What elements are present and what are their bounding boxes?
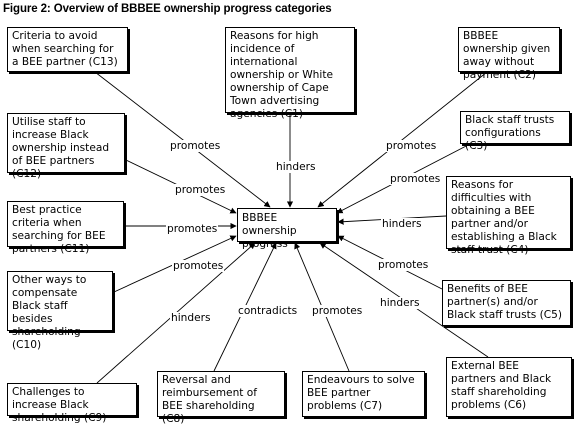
edge-label-c13: promotes xyxy=(169,140,222,152)
category-box-c4: Reasons for difficulties with obtaining … xyxy=(446,176,571,256)
category-box-c2: BBBEE ownership given away without payme… xyxy=(458,27,560,81)
edge-c13 xyxy=(94,71,271,208)
edge-c2 xyxy=(317,71,488,208)
category-box-c10: Other ways to compensate Black staff bes… xyxy=(7,271,113,351)
edge-label-c6: hinders xyxy=(379,297,421,309)
edge-label-c2: promotes xyxy=(385,140,438,152)
center-node: BBBEE ownership progress xyxy=(237,208,337,250)
category-box-c12: Utilise staff to increase Black ownershi… xyxy=(7,113,125,180)
edge-label-c4: hinders xyxy=(381,218,423,230)
edge-label-c10: promotes xyxy=(172,260,225,272)
category-box-c1: Reasons for high incidence of internatio… xyxy=(225,27,355,120)
category-box-c7: Endeavours to solve BEE partner problems… xyxy=(302,371,425,417)
category-box-c9: Challenges to increase Black shareholdin… xyxy=(7,383,137,424)
category-box-c11: Best practice criteria when searching fo… xyxy=(7,201,124,255)
edge-label-c9: hinders xyxy=(170,312,212,324)
edge-label-c3: promotes xyxy=(389,173,442,185)
category-box-c13: Criteria to avoid when searching for a B… xyxy=(7,27,128,72)
category-box-c6: External BEE partners and Black staff sh… xyxy=(446,357,572,417)
edge-label-c8: contradicts xyxy=(237,305,299,317)
edge-label-c12: promotes xyxy=(174,184,227,196)
edge-label-c1: hinders xyxy=(275,161,317,173)
category-box-c5: Benefits of BEE partner(s) and/or Black … xyxy=(442,280,571,326)
edge-label-c11: promotes xyxy=(166,223,219,235)
edge-label-c5: promotes xyxy=(377,259,430,271)
category-box-c8: Reversal and reimbursement of BEE shareh… xyxy=(157,371,285,425)
category-box-c3: Black staff trusts configurations (C3) xyxy=(460,111,570,152)
edge-label-c7: promotes xyxy=(311,305,364,317)
figure-title: Figure 2: Overview of BBBEE ownership pr… xyxy=(3,3,332,15)
